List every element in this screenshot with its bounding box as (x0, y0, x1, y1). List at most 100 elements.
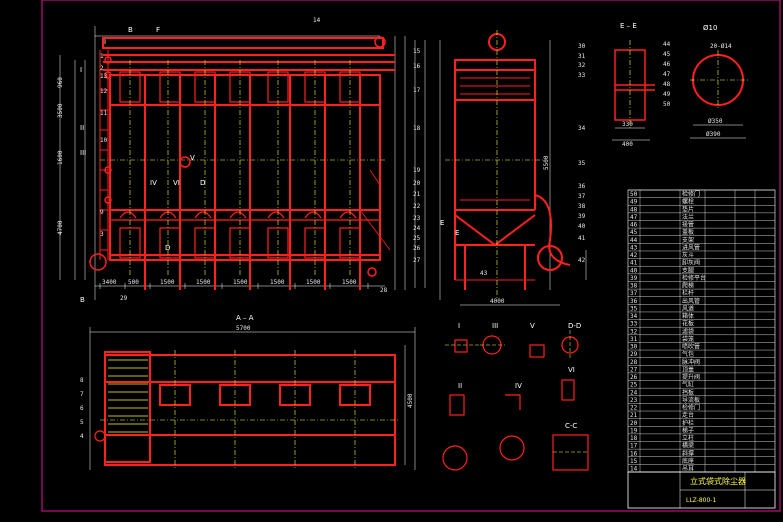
dim-ee: 400 (622, 141, 633, 148)
detail-circle-title: Ø10 (703, 24, 717, 32)
title-block-drawing-no: LLZ-800-1 (686, 497, 716, 504)
parts-row-no: 16 (630, 450, 638, 457)
parts-row-name: 支架 (682, 236, 694, 244)
parts-row-no: 44 (630, 237, 638, 244)
callout-side: 30 (578, 43, 586, 50)
front-view (59, 26, 426, 300)
callout-section-ee: 48 (663, 81, 671, 88)
callout-front: 14 (313, 17, 321, 24)
dim-circle-label: 20-Ø14 (710, 43, 732, 50)
parts-row-no: 40 (630, 267, 638, 274)
section-mark: III (80, 149, 86, 157)
callout-front: 21 (413, 191, 421, 198)
section-mark: IV (150, 179, 157, 187)
dim-front-bottom: 1500 (233, 279, 248, 286)
section-mark: V (190, 154, 195, 162)
dim-front-bottom: 1500 (270, 279, 285, 286)
callout-front: 17 (413, 87, 421, 94)
section-aa-title: A – A (236, 314, 254, 322)
parts-row-name: 进风管 (682, 243, 700, 251)
callout-front: 24 (413, 225, 421, 232)
parts-row-name: 检修平台 (682, 274, 706, 282)
parts-row-no: 28 (630, 359, 638, 366)
parts-row-no: 37 (630, 290, 638, 297)
callout-front: 16 (413, 63, 421, 70)
detail-view-label: D-D (568, 322, 581, 330)
callout-front: 10 (100, 137, 108, 144)
parts-row-name: 出风管 (682, 297, 700, 305)
parts-row-name: 横梁 (682, 442, 694, 450)
section-mark: E (440, 219, 444, 227)
callout-front: 19 (413, 167, 421, 174)
parts-row-no: 19 (630, 427, 638, 434)
dim-front-bottom: 500 (128, 279, 139, 286)
callout-labels: 1415161718192021222324252627282912391011… (80, 17, 671, 440)
parts-row-name: 卸灰阀 (682, 259, 700, 267)
parts-row-name: 斜撑 (682, 449, 694, 457)
section-mark: I (80, 66, 82, 74)
callout-section-ee: 49 (663, 91, 671, 98)
section-mark: E (455, 229, 459, 237)
parts-row-no: 21 (630, 412, 638, 419)
parts-row-no: 24 (630, 389, 638, 396)
detail-view-label: V (530, 322, 535, 330)
parts-row-no: 50 (630, 191, 638, 198)
parts-row-name: 检修门 (682, 190, 700, 198)
callout-aa: 6 (80, 405, 84, 412)
dim-front-bottom: 1500 (196, 279, 211, 286)
callout-section-ee: 45 (663, 51, 671, 58)
section-mark: B (128, 26, 133, 34)
parts-row-no: 14 (630, 466, 638, 473)
detail-view-label: C-C (565, 422, 577, 430)
detail-circle-view: Ø10 (690, 24, 748, 139)
dim-ee: 330 (622, 121, 633, 128)
parts-row-no: 26 (630, 374, 638, 381)
parts-row-no: 46 (630, 222, 638, 229)
parts-row-name: 检修门 (682, 404, 700, 412)
callout-front: 28 (380, 287, 388, 294)
title-block: 立式袋式除尘器 LLZ-800-1 (627, 471, 776, 509)
section-aa-view: A – A (89, 314, 416, 470)
section-mark: D (165, 244, 170, 252)
dim-circle: Ø350 (708, 118, 723, 125)
parts-row-no: 23 (630, 397, 638, 404)
dim-side-height: 5500 (543, 155, 550, 170)
callout-side: 32 (578, 62, 586, 69)
parts-row-name: 风道 (682, 304, 694, 312)
detail-view-label: II (458, 382, 462, 390)
parts-row-name: 导流板 (682, 396, 700, 404)
callout-front: 23 (413, 215, 421, 222)
parts-row-no: 43 (630, 244, 638, 251)
callout-side: 37 (578, 193, 586, 200)
parts-row-no: 35 (630, 305, 638, 312)
callout-front: 27 (413, 257, 421, 264)
callout-front: 20 (413, 180, 421, 187)
dim-front-left: 4700 (57, 220, 64, 235)
parts-row-no: 49 (630, 199, 638, 206)
parts-row-name: 螺栓 (682, 198, 694, 206)
detail-view-label: IV (515, 382, 522, 390)
parts-row-no: 25 (630, 382, 638, 389)
detail-view-label: VI (568, 366, 575, 374)
parts-row-name: 垫片 (682, 205, 694, 213)
parts-row-no: 15 (630, 458, 638, 465)
parts-row-no: 34 (630, 313, 638, 320)
callout-section-ee: 47 (663, 71, 671, 78)
callout-aa: 5 (80, 419, 84, 426)
callout-side: 38 (578, 203, 586, 210)
parts-row-name: 盖板 (682, 228, 694, 236)
parts-row-name: 喷吹管 (682, 343, 700, 351)
parts-row-name: 支腿 (682, 266, 694, 274)
callout-side: 41 (578, 235, 586, 242)
parts-row-name: 滤袋 (682, 327, 694, 335)
parts-row-name: 法兰 (682, 213, 694, 221)
parts-row-name: 气缸 (682, 381, 694, 389)
title-block-name: 立式袋式除尘器 (690, 476, 746, 486)
dim-front-left: 960 (57, 77, 64, 88)
parts-row-no: 22 (630, 405, 638, 412)
parts-row-name: 梯子 (682, 426, 694, 434)
parts-row-name: 花板 (682, 320, 694, 328)
parts-row-name: 箱体 (682, 312, 694, 320)
parts-row-no: 32 (630, 328, 638, 335)
parts-row-name: 底座 (682, 457, 694, 465)
